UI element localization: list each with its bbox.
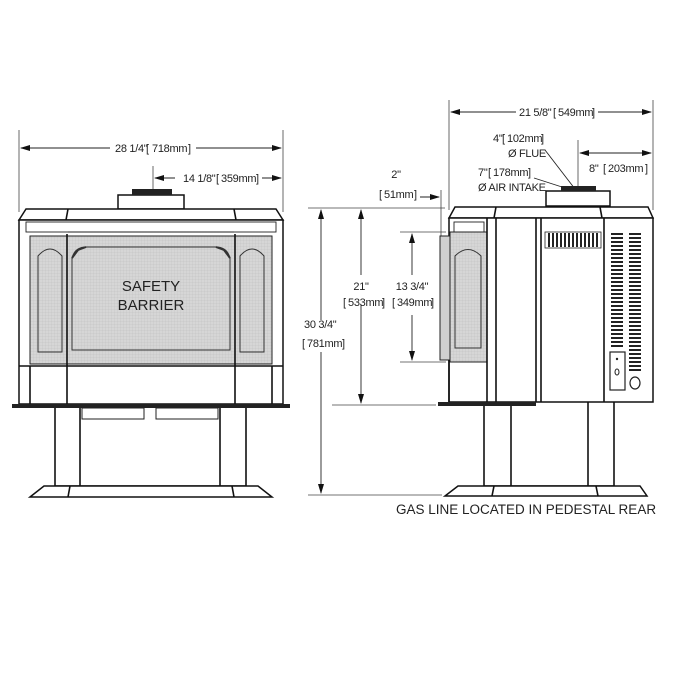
top-vents bbox=[544, 231, 602, 249]
svg-text:21": 21" bbox=[353, 281, 369, 293]
side-depth-dimension: 21 5/8" [ 549mm ] bbox=[450, 107, 652, 119]
svg-text:[: [ bbox=[343, 297, 346, 309]
right-arch-panel bbox=[239, 248, 265, 353]
svg-text:533mm: 533mm bbox=[348, 297, 383, 309]
svg-text:[: [ bbox=[146, 143, 149, 155]
svg-text:]: ] bbox=[541, 133, 544, 145]
safety-barrier-screen bbox=[29, 235, 273, 365]
svg-text:Ø FLUE: Ø FLUE bbox=[508, 148, 546, 160]
svg-text:7": 7" bbox=[478, 167, 488, 179]
svg-text:[: [ bbox=[379, 189, 382, 201]
flue-center-dimension: 14 1/8" [ 359mm ] bbox=[154, 173, 282, 185]
side-flue-collar bbox=[545, 190, 611, 207]
left-arch-panel bbox=[37, 248, 63, 353]
control-knob bbox=[629, 376, 641, 390]
flue-collar bbox=[117, 194, 185, 210]
svg-text:]: ] bbox=[256, 173, 259, 185]
svg-text:]: ] bbox=[342, 338, 345, 350]
svg-text:51mm: 51mm bbox=[384, 189, 413, 201]
flue-to-rear-dimension: 8" [ 203mm ] bbox=[579, 150, 652, 175]
flue-center-imperial: 14 1/8" bbox=[183, 173, 216, 185]
svg-text:30 3/4": 30 3/4" bbox=[304, 319, 337, 331]
side-pedestal bbox=[442, 402, 649, 497]
svg-text:]: ] bbox=[592, 107, 595, 119]
svg-text:[: [ bbox=[302, 338, 305, 350]
side-depth-metric: 549mm bbox=[558, 107, 593, 119]
gas-line-note: GAS LINE LOCATED IN PEDESTAL REAR bbox=[396, 502, 656, 517]
front-view: 28 1/4" [ 718mm ] 14 1/8" [ 359mm ] bbox=[12, 130, 290, 498]
svg-text:781mm: 781mm bbox=[307, 338, 342, 350]
svg-text:]: ] bbox=[645, 163, 648, 175]
flue-pipe-top bbox=[132, 189, 172, 195]
front-width-dimension: 28 1/4" [ 718mm ] bbox=[20, 143, 282, 155]
svg-text:8": 8" bbox=[589, 163, 599, 175]
stove-top bbox=[17, 208, 285, 221]
svg-text:[: [ bbox=[488, 167, 491, 179]
svg-text:[: [ bbox=[502, 133, 505, 145]
svg-text:]: ] bbox=[431, 297, 434, 309]
svg-text:349mm: 349mm bbox=[397, 297, 432, 309]
overall-height-dimension: 30 3/4" [ 781mm ] bbox=[302, 209, 345, 494]
safety-label-line2: BARRIER bbox=[118, 297, 185, 314]
svg-text:203mm: 203mm bbox=[608, 163, 643, 175]
svg-text:[: [ bbox=[553, 107, 556, 119]
svg-text:]: ] bbox=[382, 297, 385, 309]
svg-text:Ø AIR INTAKE: Ø AIR INTAKE bbox=[478, 182, 546, 194]
svg-text:]: ] bbox=[414, 189, 417, 201]
side-depth-imperial: 21 5/8" bbox=[519, 107, 552, 119]
svg-text:2": 2" bbox=[391, 169, 401, 181]
flue-center-metric: 359mm bbox=[221, 173, 256, 185]
front-width-imperial: 28 1/4" bbox=[115, 143, 148, 155]
front-pedestal bbox=[27, 407, 275, 498]
side-view: 21 5/8" [ 549mm ] 4" [ 102mm ] Ø FLUE 7"… bbox=[302, 100, 656, 517]
svg-text:178mm: 178mm bbox=[493, 167, 528, 179]
flue-diameter-label: 4" [ 102mm ] Ø FLUE bbox=[493, 133, 576, 190]
svg-text:]: ] bbox=[188, 143, 191, 155]
svg-text:]: ] bbox=[528, 167, 531, 179]
barrier-offset-dimension: 2" [ 51mm ] bbox=[379, 169, 440, 201]
svg-text:4": 4" bbox=[493, 133, 503, 145]
svg-text:[: [ bbox=[603, 163, 606, 175]
svg-text:13 3/4": 13 3/4" bbox=[396, 281, 429, 293]
side-top bbox=[447, 206, 655, 219]
svg-text:[: [ bbox=[216, 173, 219, 185]
air-intake-label: 7" [ 178mm ] Ø AIR INTAKE bbox=[478, 167, 563, 194]
side-louvers bbox=[611, 233, 641, 371]
barrier-height-dimension: 13 3/4" [ 349mm ] bbox=[392, 233, 434, 361]
control-panel bbox=[609, 351, 626, 391]
front-width-metric: 718mm bbox=[152, 143, 187, 155]
svg-text:[: [ bbox=[392, 297, 395, 309]
front-ledge bbox=[12, 404, 290, 408]
safety-label-line1: SAFETY bbox=[122, 278, 180, 295]
svg-text:102mm: 102mm bbox=[507, 133, 542, 145]
top-height-dimension: 21" [ 533mm ] bbox=[343, 209, 385, 404]
